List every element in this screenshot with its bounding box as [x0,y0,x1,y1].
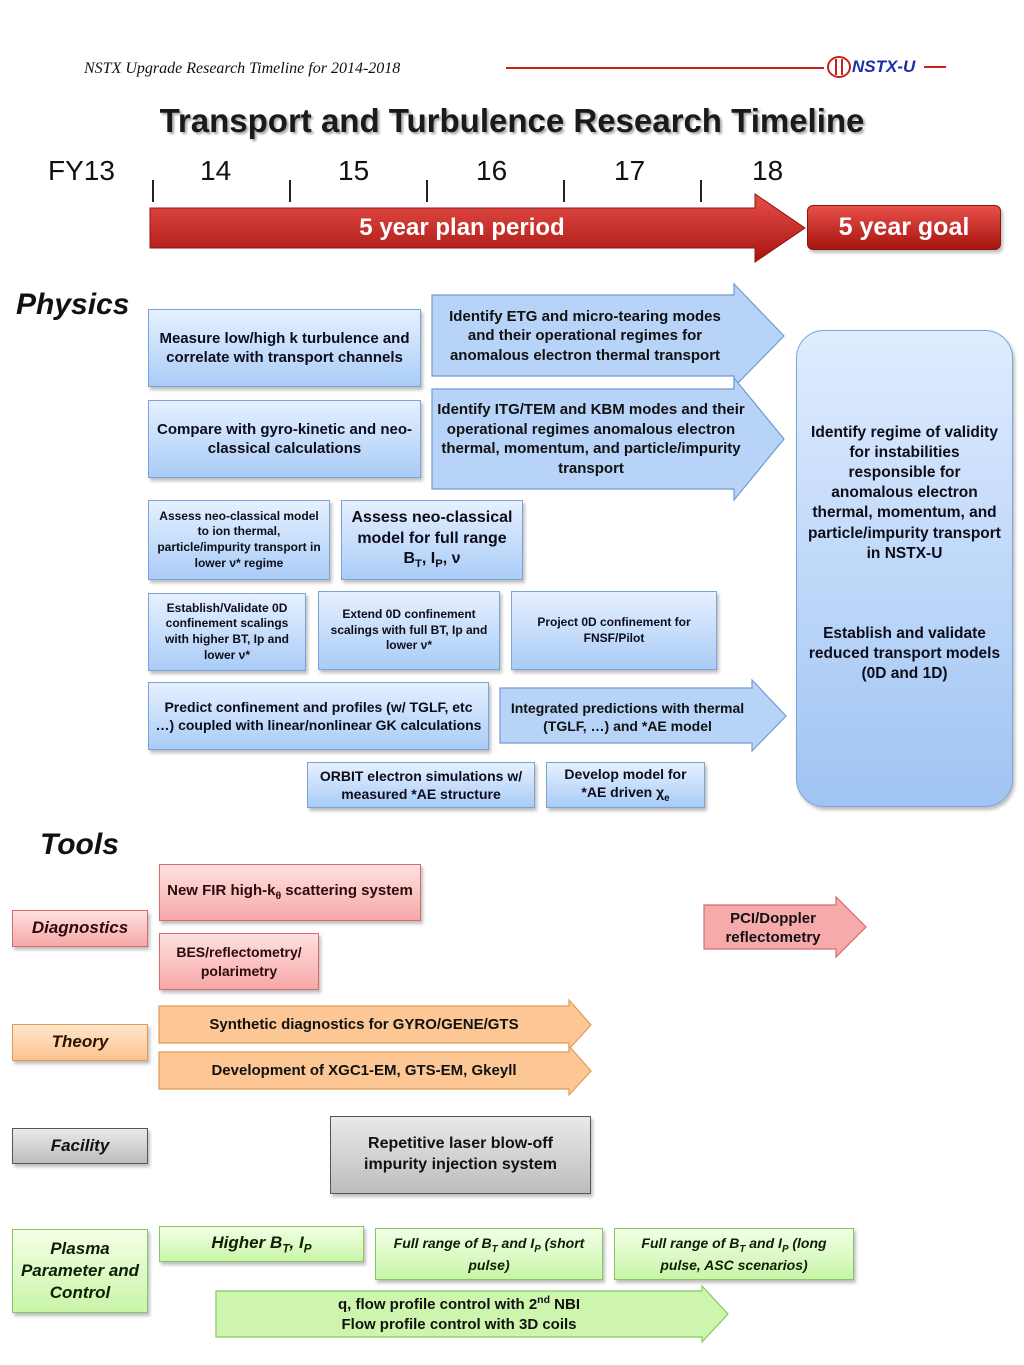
goal-badge: 5 year goal [807,205,1001,250]
physics-heading: Physics [16,288,130,321]
timeline-tick [152,180,154,202]
project-0d-box: Project 0D confinement for FNSF/Pilot [511,591,717,670]
assess-nc-text: Assess neo-classical model to ion therma… [157,508,321,570]
sub-p: P [534,1243,541,1255]
bes-box: BES/reflectometry/ polarimetry [159,933,319,990]
comma-i: , I [421,550,436,568]
develop-text: Develop model for *AE driven [564,765,687,800]
year-16: 16 [476,155,508,186]
year-fy13: FY13 [48,155,115,186]
sub-theta: θ [275,890,282,903]
year-15: 15 [338,155,370,186]
plan-period-label: 5 year plan period [359,214,565,242]
assess-nc-suffix: * regime [236,555,284,570]
xgc-text: Development of XGC1-EM, GTS-EM, Gkeyll [211,1061,517,1079]
sub-e: e [664,792,670,804]
timeline-tick [700,180,702,202]
higher-bt-box: Higher BT, IP [159,1226,364,1262]
year-14: 14 [200,155,232,186]
extend-text: Extend 0D confinement scalings with full… [330,607,488,653]
full-range-long-box: Full range of BT and IP (long pulse, ASC… [614,1228,854,1280]
and-i: and I [497,1234,535,1251]
sub-t: T [491,1243,498,1255]
timeline-tick [563,180,565,202]
theory-label: Theory [12,1024,148,1061]
higher-text: Higher B [211,1232,283,1252]
assess-full-text: Assess neo-classical model for full rang… [351,508,513,568]
plasma-label: Plasma Parameter and Control [12,1229,148,1313]
star: * [245,647,251,662]
fir-box: New FIR high-kθ scattering system [159,864,421,921]
compare-gk-box: Compare with gyro-kinetic and neo-classi… [148,400,421,478]
sub-p: P [303,1240,312,1255]
fir-suffix: scattering system [281,882,413,900]
sub-p: P [781,1243,789,1255]
sup-nd: nd [537,1294,550,1306]
year-17: 17 [614,155,646,186]
header-subtitle: NSTX Upgrade Research Timeline for 2014-… [84,60,401,77]
integrated-text: Integrated predictions with thermal (TGL… [510,699,745,734]
nu-symbol: ν [229,555,236,570]
pci-arrow [703,895,867,959]
integrated-arrow [499,678,787,753]
develop-ae-box: Develop model for *AE driven χe [546,762,705,808]
etg-text: Identify ETG and micro-tearing modes and… [449,307,721,364]
q-flow-text: q, flow profile control with 2 [338,1296,538,1313]
flow-control-arrow [215,1284,729,1344]
plan-period-arrow [149,193,806,263]
q-flow-suffix: NBI [550,1296,580,1313]
nu-symbol: ν [420,638,428,653]
synthetic-text: Synthetic diagnostics for GYRO/GENE/GTS [209,1015,519,1033]
nstx-logo: NSTX-U [824,55,954,81]
goal-text-instabilities: Identify regime of validity for instabil… [808,423,1001,562]
page-title: Transport and Turbulence Research Timeli… [159,102,865,139]
fir-text: New FIR high-k [167,882,276,900]
flow-control-text: q, flow profile control with 2nd NBI Flo… [216,1291,702,1337]
long-suffix: (long pulse, ASC scenarios) [660,1234,827,1274]
orbit-box: ORBIT electron simulations w/ measured *… [307,762,535,808]
etg-arrow [431,282,785,389]
goal-box: Identify regime of validity for instabil… [796,330,1013,807]
timeline-tick [289,180,291,202]
comma-i: , I [289,1232,304,1252]
year-18: 18 [752,155,784,186]
logo-text: NSTX-U [852,57,916,76]
establish-text: Establish/Validate 0D confinement scalin… [165,600,289,662]
timeline-tick [426,180,428,202]
diagnostics-label: Diagnostics [12,910,148,947]
short-suffix: (short pulse) [468,1234,585,1274]
nu-symbol: ν [238,647,246,662]
and-i: and I [745,1234,782,1251]
itg-arrow [431,376,785,502]
establish-0d-box: Establish/Validate 0D confinement scalin… [148,593,306,671]
pci-text: PCI/Doppler reflectometry [725,909,821,947]
assess-nc-ion-box: Assess neo-classical model to ion therma… [148,500,330,580]
full-short-text: Full range of B [393,1234,492,1251]
facility-label: Facility [12,1128,148,1164]
assess-nc-full-box: Assess neo-classical model for full rang… [341,500,523,580]
chi-symbol: χ [656,783,665,800]
itg-text: Identify ITG/TEM and KBM modes and their… [437,401,745,477]
flow-3d-text: Flow profile control with 3D coils [341,1315,577,1333]
sub-p: P [435,558,443,571]
sub-t: T [282,1240,290,1255]
measure-turbulence-box: Measure low/high k turbulence and correl… [148,309,421,387]
laser-box: Repetitive laser blow-off impurity injec… [330,1116,591,1194]
nstx-logo-icon [827,56,946,78]
comma-nu: , ν [442,550,461,568]
synthetic-arrow [158,998,592,1051]
full-long-text: Full range of B [641,1234,740,1251]
goal-text-models: Establish and validate reduced transport… [808,624,1001,683]
sub-t: T [415,558,422,571]
predict-box: Predict confinement and profiles (w/ TGL… [148,682,489,750]
xgc-arrow [158,1044,592,1097]
extend-0d-box: Extend 0D confinement scalings with full… [318,591,500,670]
tools-heading: Tools [40,828,119,861]
full-range-short-box: Full range of BT and IP (short pulse) [375,1228,603,1280]
sub-t: T [739,1243,746,1255]
header-line [506,67,824,69]
star: * [427,638,433,653]
